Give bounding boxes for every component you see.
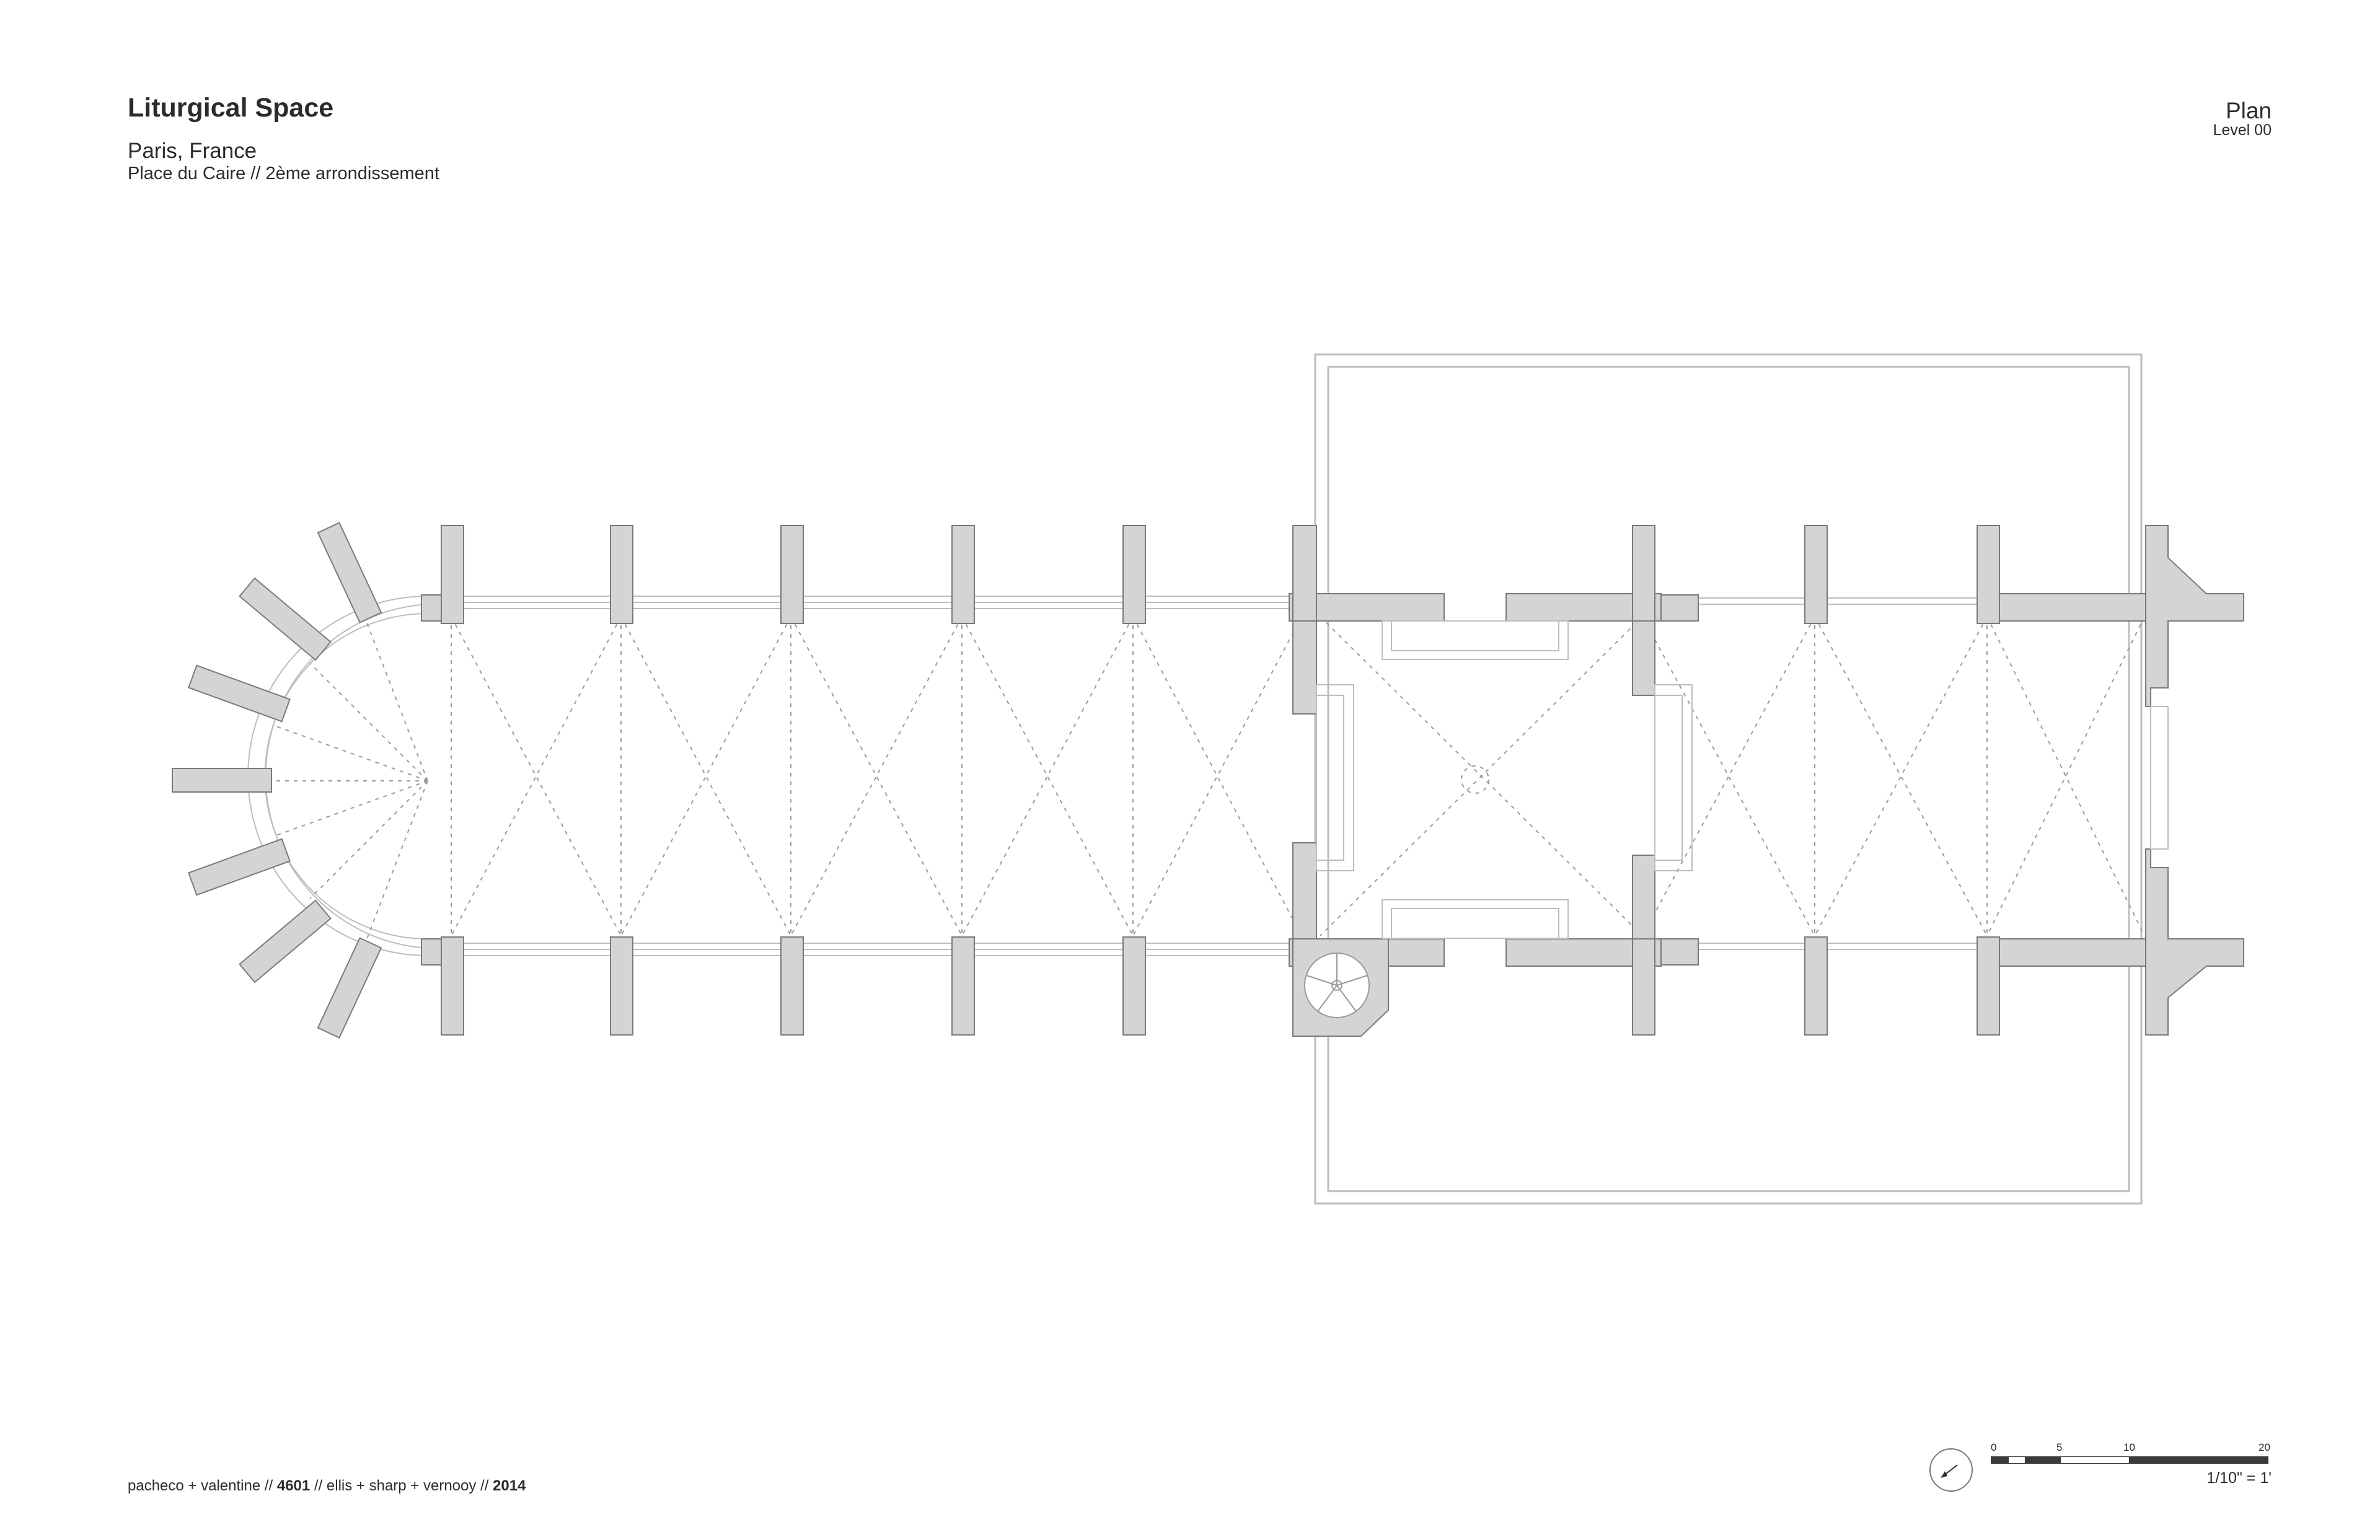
transept-niches: [1316, 620, 2169, 939]
scale-ratio-label: 1/10" = 1': [2206, 1469, 2272, 1487]
credits-part: // ellis + sharp + vernooy //: [310, 1477, 493, 1494]
nave-wall-lines: [421, 596, 1983, 956]
scale-tick-10: 10: [2123, 1441, 2135, 1453]
credits-line: pacheco + valentine // 4601 // ellis + s…: [128, 1477, 526, 1495]
credits-part-bold: 4601: [276, 1477, 311, 1494]
scale-tick-5: 5: [2056, 1441, 2063, 1453]
scale-bar: [1991, 1456, 2268, 1464]
sheet-type-label: Plan: [2225, 98, 2272, 123]
apse-walls: [247, 596, 428, 956]
credits-part-bold: 2014: [493, 1477, 526, 1494]
spiral-stair: [1304, 953, 1370, 1018]
address-label: Place du Caire // 2ème arrondissement: [128, 164, 439, 183]
sheet-level-label: Level 00: [2213, 121, 2272, 139]
north-arrow-icon: [1929, 1448, 1973, 1492]
scale-tick-20: 20: [2259, 1441, 2270, 1453]
wall-masses: [172, 522, 2244, 1039]
courtyard-outline: [1314, 353, 2143, 1205]
location-label: Paris, France: [128, 139, 257, 163]
scale-tick-0: 0: [1991, 1441, 1997, 1453]
credits-part: pacheco + valentine //: [128, 1477, 277, 1494]
drawing-title: Liturgical Space: [128, 93, 334, 123]
vault-ribs: [260, 616, 2145, 943]
